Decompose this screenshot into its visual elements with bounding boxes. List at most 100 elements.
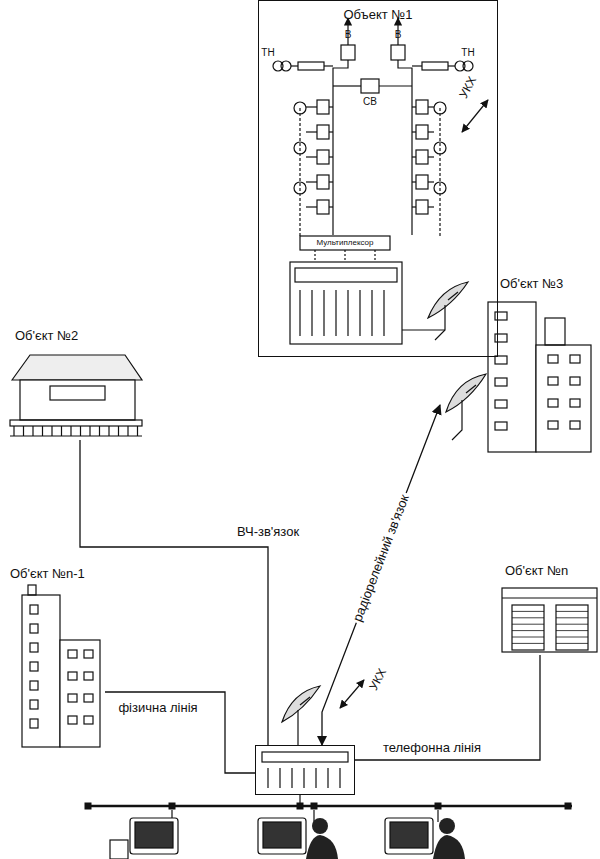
stroke (30, 624, 38, 633)
stroke (315, 768, 316, 788)
stroke (412, 156, 416, 157)
stroke (329, 131, 333, 132)
stroke (512, 637, 544, 638)
stroke (570, 399, 580, 407)
stroke (428, 131, 434, 132)
stroke (258, 818, 306, 854)
house-building (10, 355, 142, 436)
stroke (68, 694, 77, 702)
stroke (412, 206, 416, 207)
stroke (416, 150, 428, 164)
stroke (297, 803, 304, 810)
stroke (329, 181, 333, 182)
stroke (317, 175, 329, 189)
stroke (291, 768, 292, 788)
object-title: Об'єкт №n (505, 563, 568, 578)
stroke (84, 694, 93, 702)
stroke (130, 818, 178, 854)
stroke (127, 426, 128, 436)
stroke (118, 426, 119, 436)
stroke (30, 662, 38, 671)
stroke (512, 617, 544, 618)
stroke (570, 421, 580, 429)
stroke (495, 334, 507, 342)
stroke (565, 803, 572, 810)
stroke (512, 611, 544, 612)
stroke (329, 206, 333, 207)
object-title: Об'єкт №3 (500, 276, 563, 291)
stroke (371, 290, 372, 336)
object-node: Об'єкт №n (500, 585, 598, 655)
stroke (339, 768, 340, 788)
stroke (416, 125, 428, 139)
stroke (303, 768, 304, 788)
stroke (329, 156, 333, 157)
object-node: Об'єкт №n-1 (10, 590, 105, 750)
stroke (495, 312, 507, 320)
stroke (108, 426, 109, 436)
device-label: Мультиплексор (315, 239, 376, 248)
stroke (306, 131, 317, 132)
stroke (110, 840, 128, 859)
stroke (383, 290, 384, 336)
link-label: УКХ (366, 665, 390, 695)
stroke (428, 156, 434, 157)
stroke (68, 716, 77, 724)
stroke (311, 803, 318, 810)
stroke (433, 835, 465, 859)
stroke (306, 181, 317, 182)
link-line (355, 655, 540, 760)
link-label: УКХ (456, 73, 480, 103)
stroke (385, 818, 433, 854)
stroke (317, 100, 329, 114)
stroke (556, 643, 588, 644)
equipment-label: СВ (361, 96, 379, 107)
stroke (317, 150, 329, 164)
stroke (312, 818, 328, 834)
stroke (70, 426, 71, 436)
stroke (32, 426, 33, 436)
link-label: телефонна лінія (381, 741, 483, 755)
stroke (89, 426, 90, 436)
stroke (317, 125, 329, 139)
stroke (263, 822, 301, 848)
stroke (306, 156, 317, 157)
stroke (30, 605, 38, 614)
relay-dish (282, 680, 364, 745)
stroke (327, 768, 328, 788)
stroke (570, 355, 580, 363)
equipment-label: ТН (459, 47, 476, 58)
stroke (51, 426, 52, 436)
stroke (306, 206, 317, 207)
stroke (30, 681, 38, 690)
stroke (85, 803, 92, 810)
hub-device (255, 745, 355, 795)
object-title: Объект №1 (343, 7, 412, 22)
stroke (416, 100, 428, 114)
equipment-label: ТН (259, 47, 276, 58)
link-line (322, 405, 440, 745)
stroke (412, 106, 416, 107)
stroke (42, 426, 43, 436)
stroke (68, 650, 77, 658)
stroke (548, 399, 558, 407)
stroke (84, 716, 93, 724)
stroke (495, 400, 507, 408)
stroke (556, 630, 588, 631)
object-node: Об'єкт №3 (440, 298, 595, 455)
stroke (347, 290, 348, 336)
lan-bus (85, 795, 573, 859)
stroke (548, 355, 558, 363)
stroke (279, 768, 280, 788)
stroke (306, 835, 338, 859)
substation-schematic (273, 18, 488, 344)
stroke (68, 672, 77, 680)
stroke (428, 206, 434, 207)
stroke (416, 200, 428, 214)
stroke (323, 290, 324, 336)
stroke (137, 426, 138, 436)
stroke (495, 422, 507, 430)
stroke (512, 624, 544, 625)
